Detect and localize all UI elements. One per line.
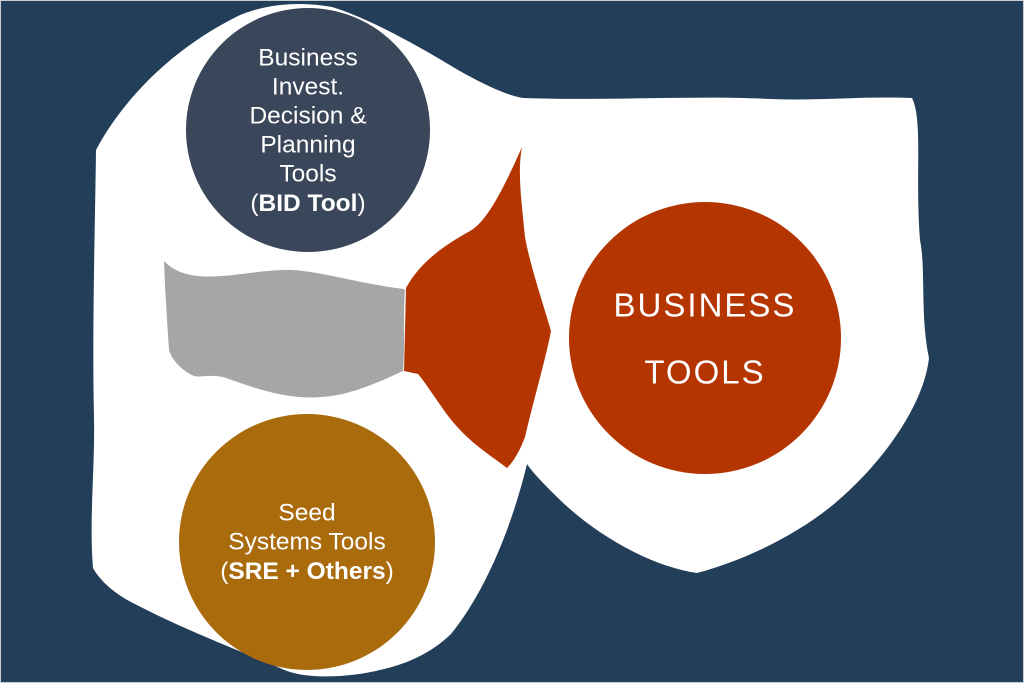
bid-paren-open: ( [250,190,259,217]
bid-label-line-2: Invest. [272,74,344,101]
seed-label-subtitle: (SRE + Others) [220,558,394,585]
bid-label-subtitle: (BID Tool) [250,190,365,217]
seed-circle [179,414,435,670]
business-label-line-2: TOOLS [644,354,765,391]
bid-circle-label: Business Invest. Decision & Planning Too… [249,45,366,217]
seed-paren-close: ) [386,558,394,585]
seed-paren-open: ( [220,558,229,585]
seed-label-line-2: Systems Tools [228,529,386,556]
bid-paren-close: ) [357,190,365,217]
business-label-line-1: BUSINESS [614,287,797,324]
business-tools-circle [569,202,841,474]
bid-bold-text: BID Tool [259,190,358,217]
bid-circle [186,8,430,252]
bid-label-line-3: Decision & [249,103,366,130]
bid-label-line-5: Tools [279,161,336,188]
connector-arrowhead [404,147,551,468]
seed-circle-label: Seed Systems Tools (SRE + Others) [220,500,394,585]
seed-label-line-1: Seed [278,500,335,527]
bid-label-line-4: Planning [260,132,355,159]
seed-bold-text: SRE + Others [228,558,385,585]
connector-shaft [164,261,405,398]
business-tools-label: BUSINESS TOOLS [614,287,797,391]
bid-label-line-1: Business [258,45,357,72]
